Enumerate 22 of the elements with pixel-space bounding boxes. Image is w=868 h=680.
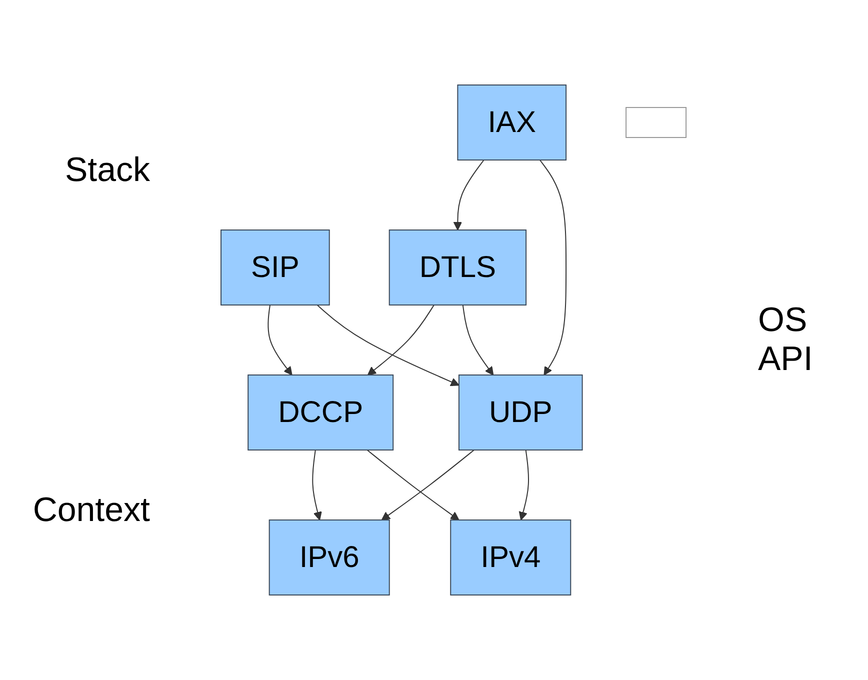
node-box (626, 107, 688, 138)
arrow (382, 450, 476, 520)
arrow (317, 304, 460, 386)
arrow (519, 450, 530, 520)
side-label: Stack (64, 150, 150, 190)
arrow (454, 160, 485, 230)
flow-diagram: IAX SIP DTLS DCCP UDP IPv6 IPv4 (213, 77, 695, 603)
node-box (220, 230, 330, 306)
arrow (268, 304, 293, 376)
arrow (312, 450, 322, 520)
node-box (389, 230, 527, 306)
arrow (540, 160, 567, 376)
arrow (368, 304, 435, 376)
node-box (458, 374, 584, 450)
side-label: OS API (758, 301, 814, 379)
arrow (367, 450, 460, 520)
node-box (248, 374, 394, 450)
arrow (462, 304, 494, 376)
node-box (269, 519, 390, 596)
node-box (458, 84, 568, 160)
side-label: Context (32, 490, 150, 530)
node-box (450, 519, 572, 596)
